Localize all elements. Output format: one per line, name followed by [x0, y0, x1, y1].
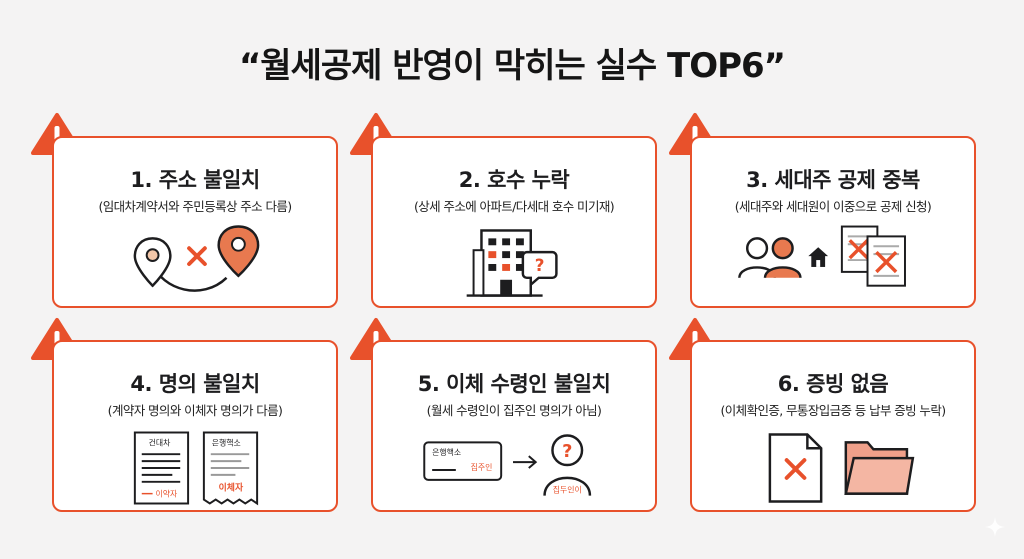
- page-title: “월세공제 반영이 막히는 실수 TOP6”: [238, 46, 786, 86]
- cross-icon: [187, 246, 207, 266]
- card-title: 3. 세대주 공제 중복: [746, 168, 920, 192]
- mistake-card-address-mismatch: 1. 주소 불일치 (임대차계약서와 주민등록상 주소 다름): [52, 136, 338, 308]
- contract-document-icon: 건대차 이약자: [133, 431, 190, 505]
- card-title: 1. 주소 불일치: [130, 168, 260, 192]
- card-subtitle: (이체확인증, 무통장입금증 등 납부 증빙 누락): [720, 403, 947, 418]
- svg-text:?: ?: [562, 442, 572, 462]
- card-bank-label: 은행핵소: [432, 447, 461, 457]
- name-mismatch-illustration: 건대차 이약자 은행핵소 이체자: [133, 431, 259, 506]
- card-title: 6. 증빙 없음: [777, 372, 889, 396]
- address-mismatch-illustration: [133, 225, 260, 292]
- empty-folder-icon: [844, 441, 915, 495]
- card-subtitle: (임대차계약서와 주민등록상 주소 다름): [98, 199, 292, 214]
- recipient-mismatch-illustration: 은행핵소 집주인 ? 집두인이: [423, 434, 592, 496]
- mistake-card-name-mismatch: 4. 명의 불일치 (계약자 명의와 이체자 명의가 다름) 건대차 이약자 은…: [52, 340, 338, 512]
- crossed-file-icon: [768, 433, 823, 503]
- card-title: 2. 호수 누락: [458, 168, 570, 192]
- map-pin-icon: [133, 237, 172, 288]
- map-pin-icon: [217, 225, 260, 278]
- house-icon: [808, 247, 829, 267]
- card-subtitle: (계약자 명의와 이체자 명의가 다름): [107, 403, 283, 418]
- card-subtitle: (세대주와 세대원이 이중으로 공제 신청): [734, 199, 932, 214]
- arrow-icon: [513, 455, 538, 469]
- person-label: 집두인이: [553, 485, 582, 495]
- mistake-card-missing-unit-number: 2. 호수 누락 (상세 주소에 아파트/다세대 호수 미기재) ?: [371, 136, 657, 308]
- mistake-card-duplicate-deduction: 3. 세대주 공제 중복 (세대주와 세대원이 이중으로 공제 신청): [690, 136, 976, 308]
- doc-right-label: 은행핵소: [212, 437, 241, 447]
- missing-proof-illustration: [768, 433, 915, 503]
- crossed-document-icon: [840, 225, 906, 287]
- card-subtitle: (월세 수령인이 집주인 명의가 아님): [426, 403, 602, 418]
- people-icon: [738, 237, 802, 279]
- card-subtitle: (상세 주소에 아파트/다세대 호수 미기재): [413, 199, 615, 214]
- bank-card-icon: 은행핵소 집주인: [423, 441, 503, 481]
- building-illustration: ?: [466, 229, 558, 297]
- bank-receipt-icon: 은행핵소 이체자: [202, 431, 259, 506]
- unknown-person-icon: ? 집두인이: [543, 434, 592, 496]
- svg-text:?: ?: [535, 255, 545, 275]
- duplicate-deduction-illustration: [738, 225, 906, 287]
- doc-left-label: 건대차: [149, 437, 171, 447]
- doc-right-footer: 이체자: [219, 482, 244, 494]
- mistake-card-no-proof: 6. 증빙 없음 (이체확인증, 무통장입금증 등 납부 증빙 누락): [690, 340, 976, 512]
- sparkle-icon: [985, 517, 1005, 537]
- doc-left-footer: 이약자: [156, 489, 178, 499]
- card-title: 5. 이체 수령인 불일치: [417, 372, 611, 396]
- mistake-card-recipient-mismatch: 5. 이체 수령인 불일치 (월세 수령인이 집주인 명의가 아님) 은행핵소 …: [371, 340, 657, 512]
- card-owner-label: 집주인: [471, 462, 493, 472]
- question-bubble-icon: ?: [521, 250, 558, 288]
- card-title: 4. 명의 불일치: [130, 372, 260, 396]
